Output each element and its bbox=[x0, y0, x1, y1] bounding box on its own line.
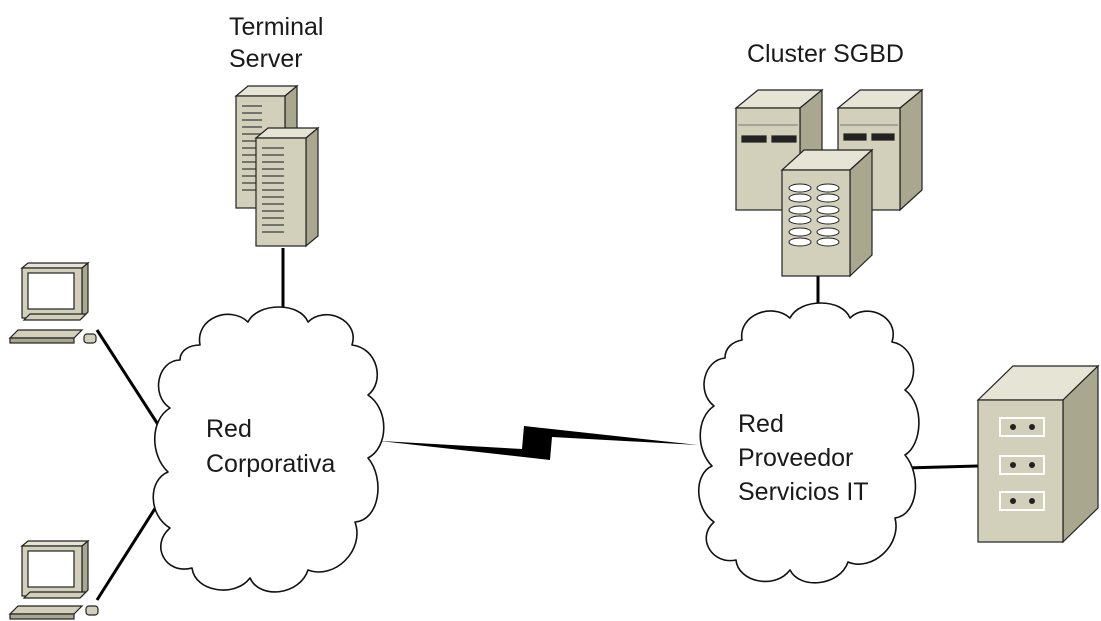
cluster-label: Cluster SGBD bbox=[747, 40, 904, 68]
terminal-server: Terminal Server bbox=[229, 13, 323, 248]
cloud-icon bbox=[152, 306, 385, 593]
red-proveedor-line2: Proveedor bbox=[738, 444, 853, 472]
cluster-sgbd: Cluster SGBD bbox=[734, 40, 924, 278]
terminal-server-line2: Server bbox=[229, 45, 303, 73]
red-corporativa-line2: Corporativa bbox=[206, 450, 335, 478]
desktop-computer-icon bbox=[8, 539, 99, 620]
link-pc1-to-corporate bbox=[95, 329, 170, 441]
red-proveedor-line3: Servicios IT bbox=[738, 478, 869, 506]
terminal-server-line1: Terminal bbox=[229, 13, 323, 41]
connection-lines bbox=[95, 248, 979, 601]
wan-link-icon bbox=[380, 426, 698, 460]
red-proveedor-line1: Red bbox=[738, 410, 784, 438]
cloud-icon bbox=[698, 302, 920, 584]
tower-server-icon bbox=[234, 84, 320, 248]
red-proveedor-cloud: Red Proveedor Servicios IT bbox=[698, 302, 920, 584]
link-provider-to-storage bbox=[904, 464, 979, 470]
red-corporativa-line1: Red bbox=[206, 415, 252, 443]
red-corporativa-cloud: Red Corporativa bbox=[152, 306, 385, 593]
database-cluster-icon bbox=[734, 88, 924, 278]
disk-array-icon bbox=[976, 364, 1100, 544]
desktop-computer-icon bbox=[8, 261, 97, 344]
